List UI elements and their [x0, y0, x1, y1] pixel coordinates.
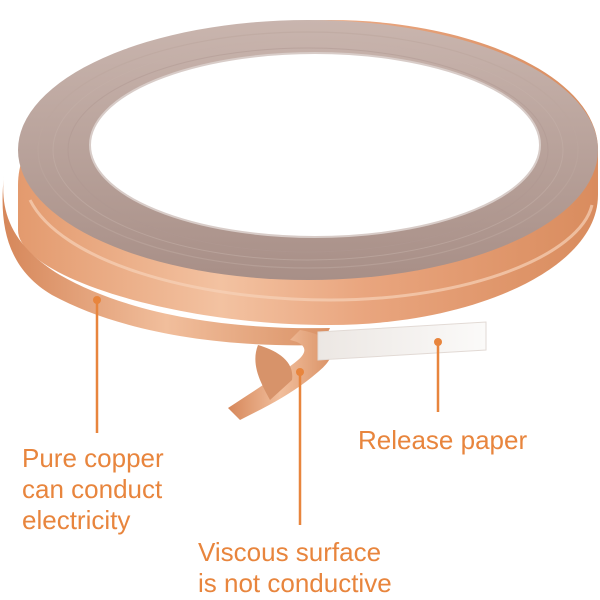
- viscous-callout-line: Viscous surface: [198, 537, 382, 567]
- copper-callout-line: electricity: [22, 505, 131, 535]
- viscous-surface-callout: Viscous surface is not conductive: [198, 537, 392, 599]
- copper-callout-line: can conduct: [22, 474, 163, 504]
- viscous-leader-dot: [296, 368, 304, 376]
- release-paper-callout: Release paper: [358, 425, 527, 456]
- copper-leader-dot: [93, 296, 101, 304]
- release-paper-callout-line: Release paper: [358, 425, 528, 455]
- release-paper-strip: [317, 321, 487, 361]
- loose-copper-strip: [2, 175, 333, 420]
- copper-callout-line: Pure copper: [22, 443, 164, 473]
- viscous-callout-line: is not conductive: [198, 568, 392, 598]
- release-leader-dot: [434, 338, 442, 346]
- tape-roll: [18, 20, 598, 325]
- copper-callout: Pure copper can conduct electricity: [22, 443, 164, 536]
- roll-core-hole: [90, 53, 540, 237]
